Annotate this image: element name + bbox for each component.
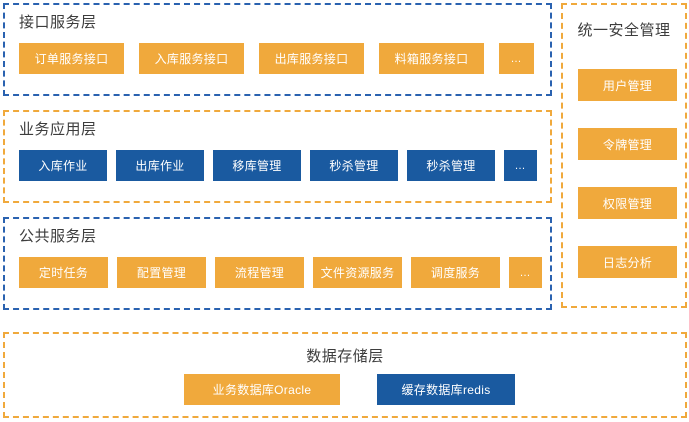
storage-chip-oracle[interactable]: 业务数据库Oracle [184,374,340,405]
service-chip-flashsale-mgmt-2[interactable]: 秒杀管理 [407,150,495,181]
security-chip-user-mgmt[interactable]: 用户管理 [578,69,677,101]
chip-row-interface: 订单服务接口 入库服务接口 出库服务接口 料箱服务接口 … [19,43,534,74]
service-chip-outbound-api[interactable]: 出库服务接口 [259,43,364,74]
service-chip-more-common[interactable]: … [509,257,542,288]
service-chip-inbound-api[interactable]: 入库服务接口 [139,43,244,74]
service-chip-dispatch-service[interactable]: 调度服务 [411,257,500,288]
service-chip-process-mgmt[interactable]: 流程管理 [215,257,304,288]
service-chip-outbound-task[interactable]: 出库作业 [116,150,204,181]
chip-row-common: 定时任务 配置管理 流程管理 文件资源服务 调度服务 … [19,257,542,288]
storage-panel: 数据存储层 业务数据库Oracle 缓存数据库redis [3,332,687,418]
service-chip-bin-api[interactable]: 料箱服务接口 [379,43,484,74]
security-chip-token-mgmt[interactable]: 令牌管理 [578,128,677,160]
layer-title-interface: 接口服务层 [19,14,97,31]
service-chip-transfer-mgmt[interactable]: 移库管理 [213,150,301,181]
security-chip-log-analysis[interactable]: 日志分析 [578,246,677,278]
service-chip-more-interface[interactable]: … [499,43,534,74]
security-chip-permission-mgmt[interactable]: 权限管理 [578,187,677,219]
storage-chip-redis[interactable]: 缓存数据库redis [377,374,515,405]
service-chip-file-resource[interactable]: 文件资源服务 [313,257,402,288]
service-chip-flashsale-mgmt-1[interactable]: 秒杀管理 [310,150,398,181]
security-panel: 统一安全管理 用户管理 令牌管理 权限管理 日志分析 [561,3,687,308]
layer-panel-common: 公共服务层 定时任务 配置管理 流程管理 文件资源服务 调度服务 … [3,217,552,310]
service-chip-more-business[interactable]: … [504,150,537,181]
service-chip-config-mgmt[interactable]: 配置管理 [117,257,206,288]
service-chip-order-api[interactable]: 订单服务接口 [19,43,124,74]
service-chip-scheduled-task[interactable]: 定时任务 [19,257,108,288]
layer-panel-interface: 接口服务层 订单服务接口 入库服务接口 出库服务接口 料箱服务接口 … [3,3,552,96]
layer-panel-business: 业务应用层 入库作业 出库作业 移库管理 秒杀管理 秒杀管理 … [3,110,552,203]
service-chip-inbound-task[interactable]: 入库作业 [19,150,107,181]
chip-row-business: 入库作业 出库作业 移库管理 秒杀管理 秒杀管理 … [19,150,537,181]
layer-title-business: 业务应用层 [19,121,97,138]
security-panel-title: 统一安全管理 [577,22,671,39]
layer-title-common: 公共服务层 [19,228,97,245]
storage-panel-title: 数据存储层 [306,348,384,365]
